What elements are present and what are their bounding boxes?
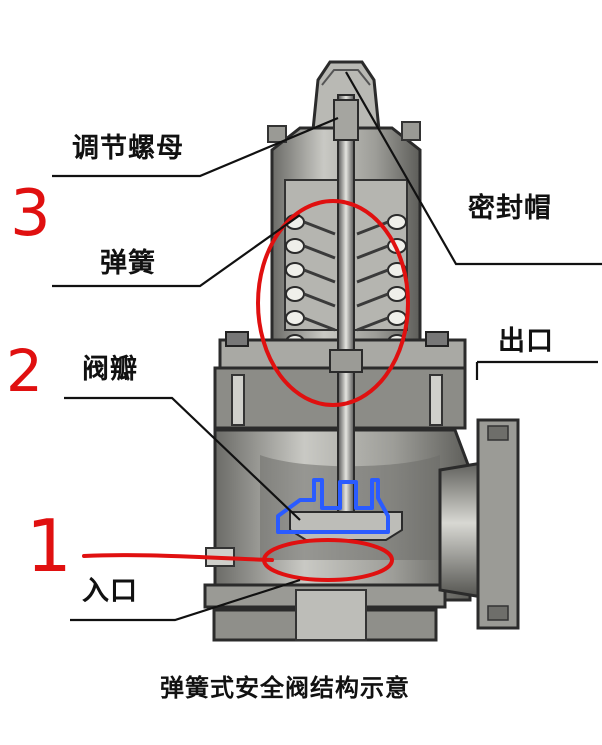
spring-coil-left-4 (285, 286, 305, 302)
outlet-pipe (438, 418, 520, 630)
label-disc: 阀瓣 (82, 354, 138, 385)
spring-coil-right-wire-3 (356, 268, 389, 284)
leader-seal-cap (345, 71, 602, 266)
spring-coil-left-wire-4 (303, 292, 336, 308)
label-seal-cap: 密封帽 (468, 193, 552, 224)
marker-1: 1 (26, 504, 72, 588)
label-adjust-nut: 调节螺母 (72, 133, 184, 164)
leader-spring (52, 214, 301, 288)
spring-coil-left-2 (285, 238, 305, 254)
caption: 弹簧式安全阀结构示意 (160, 674, 410, 702)
spring-coil-left-wire-1 (303, 220, 336, 236)
spring-coil-right-wire-2 (356, 244, 389, 260)
blue-disc-outline (276, 478, 390, 534)
marker-2: 2 (6, 337, 43, 405)
label-spring: 弹簧 (100, 248, 156, 279)
spring-coil-left-5 (285, 310, 305, 326)
spring-coil-right-5 (387, 310, 407, 326)
red-underline-seat (82, 553, 274, 562)
spring-coil-left-3 (285, 262, 305, 278)
spring-coil-right-4 (387, 286, 407, 302)
leader-disc (64, 396, 301, 521)
spring-coil-right-wire-4 (356, 292, 389, 308)
leader-lines (52, 71, 602, 622)
marker-3: 3 (10, 177, 51, 251)
label-outlet: 出口 (498, 326, 554, 357)
valve-disc (289, 511, 403, 541)
spring-coil-left-wire-5 (303, 316, 336, 332)
spring-coil-right-1 (387, 214, 407, 230)
label-inlet: 入口 (82, 576, 138, 607)
spring-coil-right-wire-5 (356, 316, 389, 332)
leader-inlet (70, 578, 301, 622)
spring-coil-left-wire-2 (303, 244, 336, 260)
spring-coil-left-wire-3 (303, 268, 336, 284)
red-circle-spring (256, 199, 410, 407)
leader-adjust-nut (52, 116, 339, 178)
